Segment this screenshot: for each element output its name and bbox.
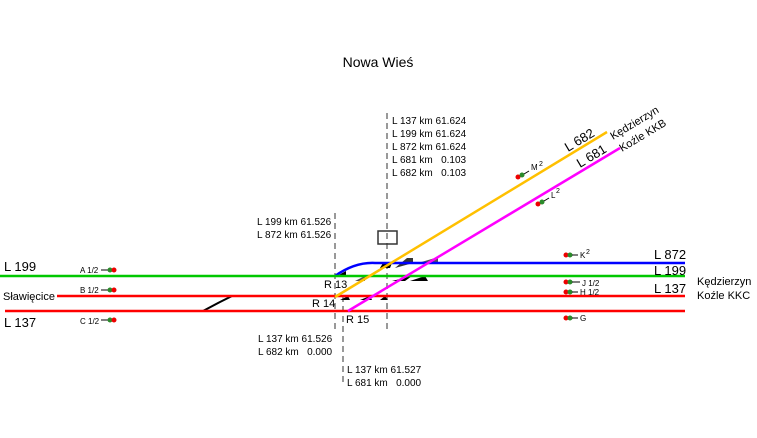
svg-text:B 1/2: B 1/2: [80, 286, 99, 295]
line-label: L 199: [4, 259, 36, 274]
km-label: L 872 km 61.526: [257, 230, 332, 241]
svg-text:C 1/2: C 1/2: [80, 317, 100, 326]
signal-b[interactable]: B 1/2: [80, 286, 117, 295]
km-label: L 681 km 0.103: [392, 155, 467, 166]
km-label: L 682 km 0.000: [258, 347, 333, 358]
station-label: Koźle KKC: [697, 290, 750, 302]
signal-h[interactable]: H 1/2: [563, 288, 600, 297]
svg-text:2: 2: [556, 188, 560, 195]
km-label: L 199 km 61.526: [257, 217, 332, 228]
signal-j[interactable]: J 1/2: [563, 279, 600, 288]
km-label: L 872 km 61.624: [392, 142, 467, 153]
line-label: L 872: [654, 247, 686, 262]
line-label: L 137: [4, 315, 36, 330]
km-label: L 681 km 0.000: [347, 378, 422, 389]
signal-a[interactable]: A 1/2: [80, 266, 117, 275]
junction-r14: R 14: [312, 298, 335, 310]
svg-text:L: L: [551, 191, 556, 200]
svg-text:H 1/2: H 1/2: [580, 288, 600, 297]
station-label: Kędzierzyn: [697, 276, 751, 288]
km-label: L 137 km 61.624: [392, 116, 467, 127]
svg-text:2: 2: [539, 161, 543, 168]
track-l681: [347, 146, 621, 313]
line-label: L 137: [654, 281, 686, 296]
km-label: L 137 km 61.527: [347, 365, 422, 376]
km-label: L 199 km 61.624: [392, 129, 467, 140]
track-l682: [334, 130, 608, 299]
svg-text:M: M: [531, 163, 538, 172]
junction-r15: R 15: [346, 314, 369, 326]
km-label: L 137 km 61.526: [258, 334, 333, 345]
station-title: Nowa Wieś: [343, 54, 414, 70]
track-l872: [334, 261, 685, 278]
signal-c[interactable]: C 1/2: [80, 317, 117, 326]
svg-text:K: K: [580, 251, 586, 260]
svg-text:A 1/2: A 1/2: [80, 266, 99, 275]
station-building: [377, 230, 398, 245]
signal-g[interactable]: G: [563, 314, 587, 323]
svg-text:J 1/2: J 1/2: [582, 279, 600, 288]
svg-text:G: G: [580, 314, 586, 323]
km-label: L 682 km 0.103: [392, 168, 467, 179]
station-label: Sławięcice: [3, 291, 55, 303]
svg-text:2: 2: [586, 249, 590, 256]
line-label: L 199: [654, 263, 686, 278]
junction-r13: R 13: [324, 279, 347, 291]
